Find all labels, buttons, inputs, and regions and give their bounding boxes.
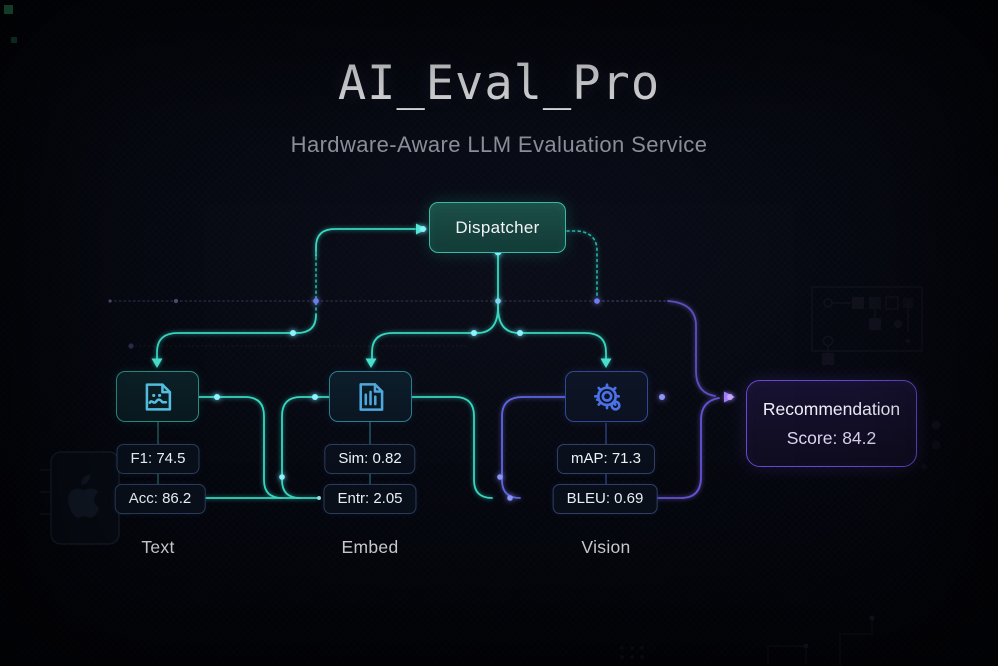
bar-chart-document-icon [358, 382, 383, 411]
recommendation-title: Recommendation [762, 398, 901, 419]
metric-chip-entr: Entr: 2.05 [323, 484, 417, 514]
corner-marker-square-2 [11, 37, 17, 43]
pcb-decoration-right [811, 286, 923, 365]
recommendation-node: Recommendation Score: 84.2 [746, 380, 917, 467]
gear-search-icon [593, 382, 621, 411]
metric-chip-bleu: BLEU: 0.69 [552, 484, 658, 514]
column-stub-lines [157, 422, 607, 484]
text-branch-node [116, 371, 199, 422]
teal-wires [156, 228, 607, 499]
metric-chip-sim: Sim: 0.82 [324, 444, 416, 474]
dispatcher-node: Dispatcher [429, 202, 566, 253]
metric-chip-f1: F1: 74.5 [116, 444, 200, 474]
embed-branch-node [329, 371, 412, 422]
metric-chip-acc: Acc: 86.2 [114, 484, 206, 514]
app-subtitle: Hardware-Aware LLM Evaluation Service [290, 132, 708, 157]
corner-marker-square-1 [4, 5, 13, 14]
dispatcher-label: Dispatcher [455, 217, 540, 237]
recommendation-score: Score: 84.2 [786, 427, 877, 448]
dashed-rail-lines [108, 298, 671, 349]
image-document-icon [145, 382, 171, 411]
cyan-glow-dots [214, 226, 523, 480]
branch-label-text: Text [141, 537, 175, 557]
corner-trace-decoration [620, 420, 941, 666]
branch-label-embed: Embed [341, 537, 399, 557]
app-title: AI_Eval_Pro [337, 56, 661, 111]
metric-chip-map: mAP: 71.3 [556, 444, 656, 474]
branch-label-vision: Vision [581, 537, 631, 557]
blue-glow-dots [313, 298, 733, 501]
vision-branch-node [565, 371, 648, 422]
wire-end-dot [317, 496, 321, 500]
